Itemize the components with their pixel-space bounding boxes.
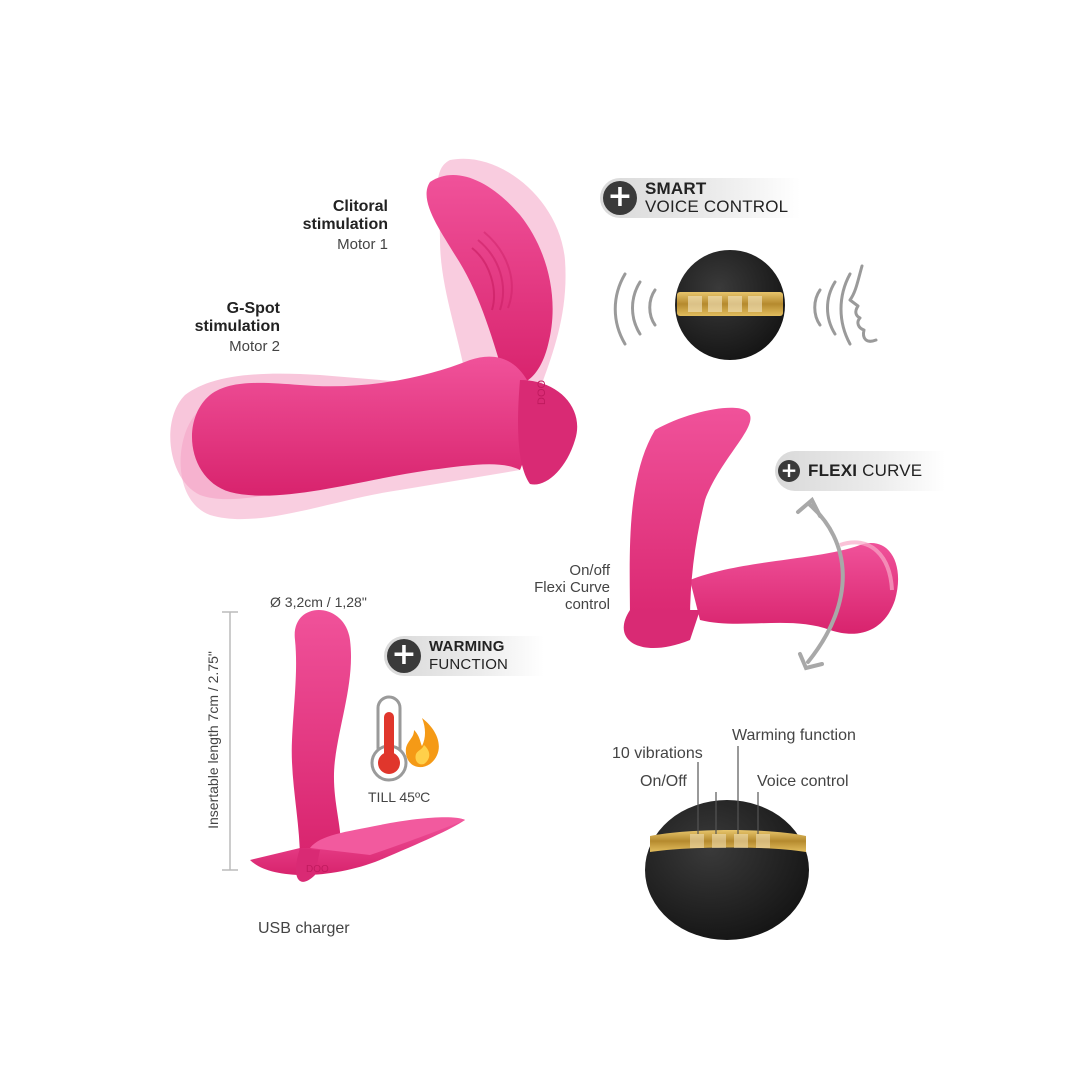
plus-icon: + <box>603 181 637 215</box>
sound-waves-icon <box>613 272 852 346</box>
diameter-label: Ø 3,2cm / 1,28" <box>270 594 367 610</box>
vibrations-label: 10 vibrations <box>612 745 703 762</box>
plus-icon: + <box>778 460 800 482</box>
motor1-label: Motor 1 <box>337 236 388 253</box>
svg-text:DOO: DOO <box>536 380 548 406</box>
warming-function-label: Warming function <box>732 727 856 744</box>
plus-icon: + <box>387 639 421 673</box>
thermometer-icon <box>370 695 408 782</box>
svg-text:DOO: DOO <box>306 864 329 875</box>
on-off-label: On/Off <box>640 773 687 790</box>
flexi-product-image <box>623 407 899 649</box>
motor2-label: Motor 2 <box>229 338 280 355</box>
face-profile-icon <box>848 264 878 343</box>
front-product-image: DOO <box>250 610 465 882</box>
curved-arrow-icon <box>796 496 845 671</box>
dimension-line <box>222 611 238 871</box>
flexi-curve-badge-text: FLEXI CURVE <box>808 461 923 480</box>
callout-lines <box>697 746 759 834</box>
remote-bottom-image <box>645 800 809 940</box>
usb-charger-label: USB charger <box>258 920 350 937</box>
remote-top-image <box>675 250 785 360</box>
flexi-curve-badge-bg <box>775 451 945 491</box>
temperature-label: TILL 45ºC <box>368 789 431 805</box>
voice-control-label: Voice control <box>757 773 849 790</box>
flame-icon <box>405 718 439 768</box>
flexi-curve-badge: + FLEXI CURVE <box>778 451 922 491</box>
main-product-image: DOO <box>170 158 578 520</box>
insertable-length-label: Insertable length 7cm / 2.75" <box>205 651 221 829</box>
